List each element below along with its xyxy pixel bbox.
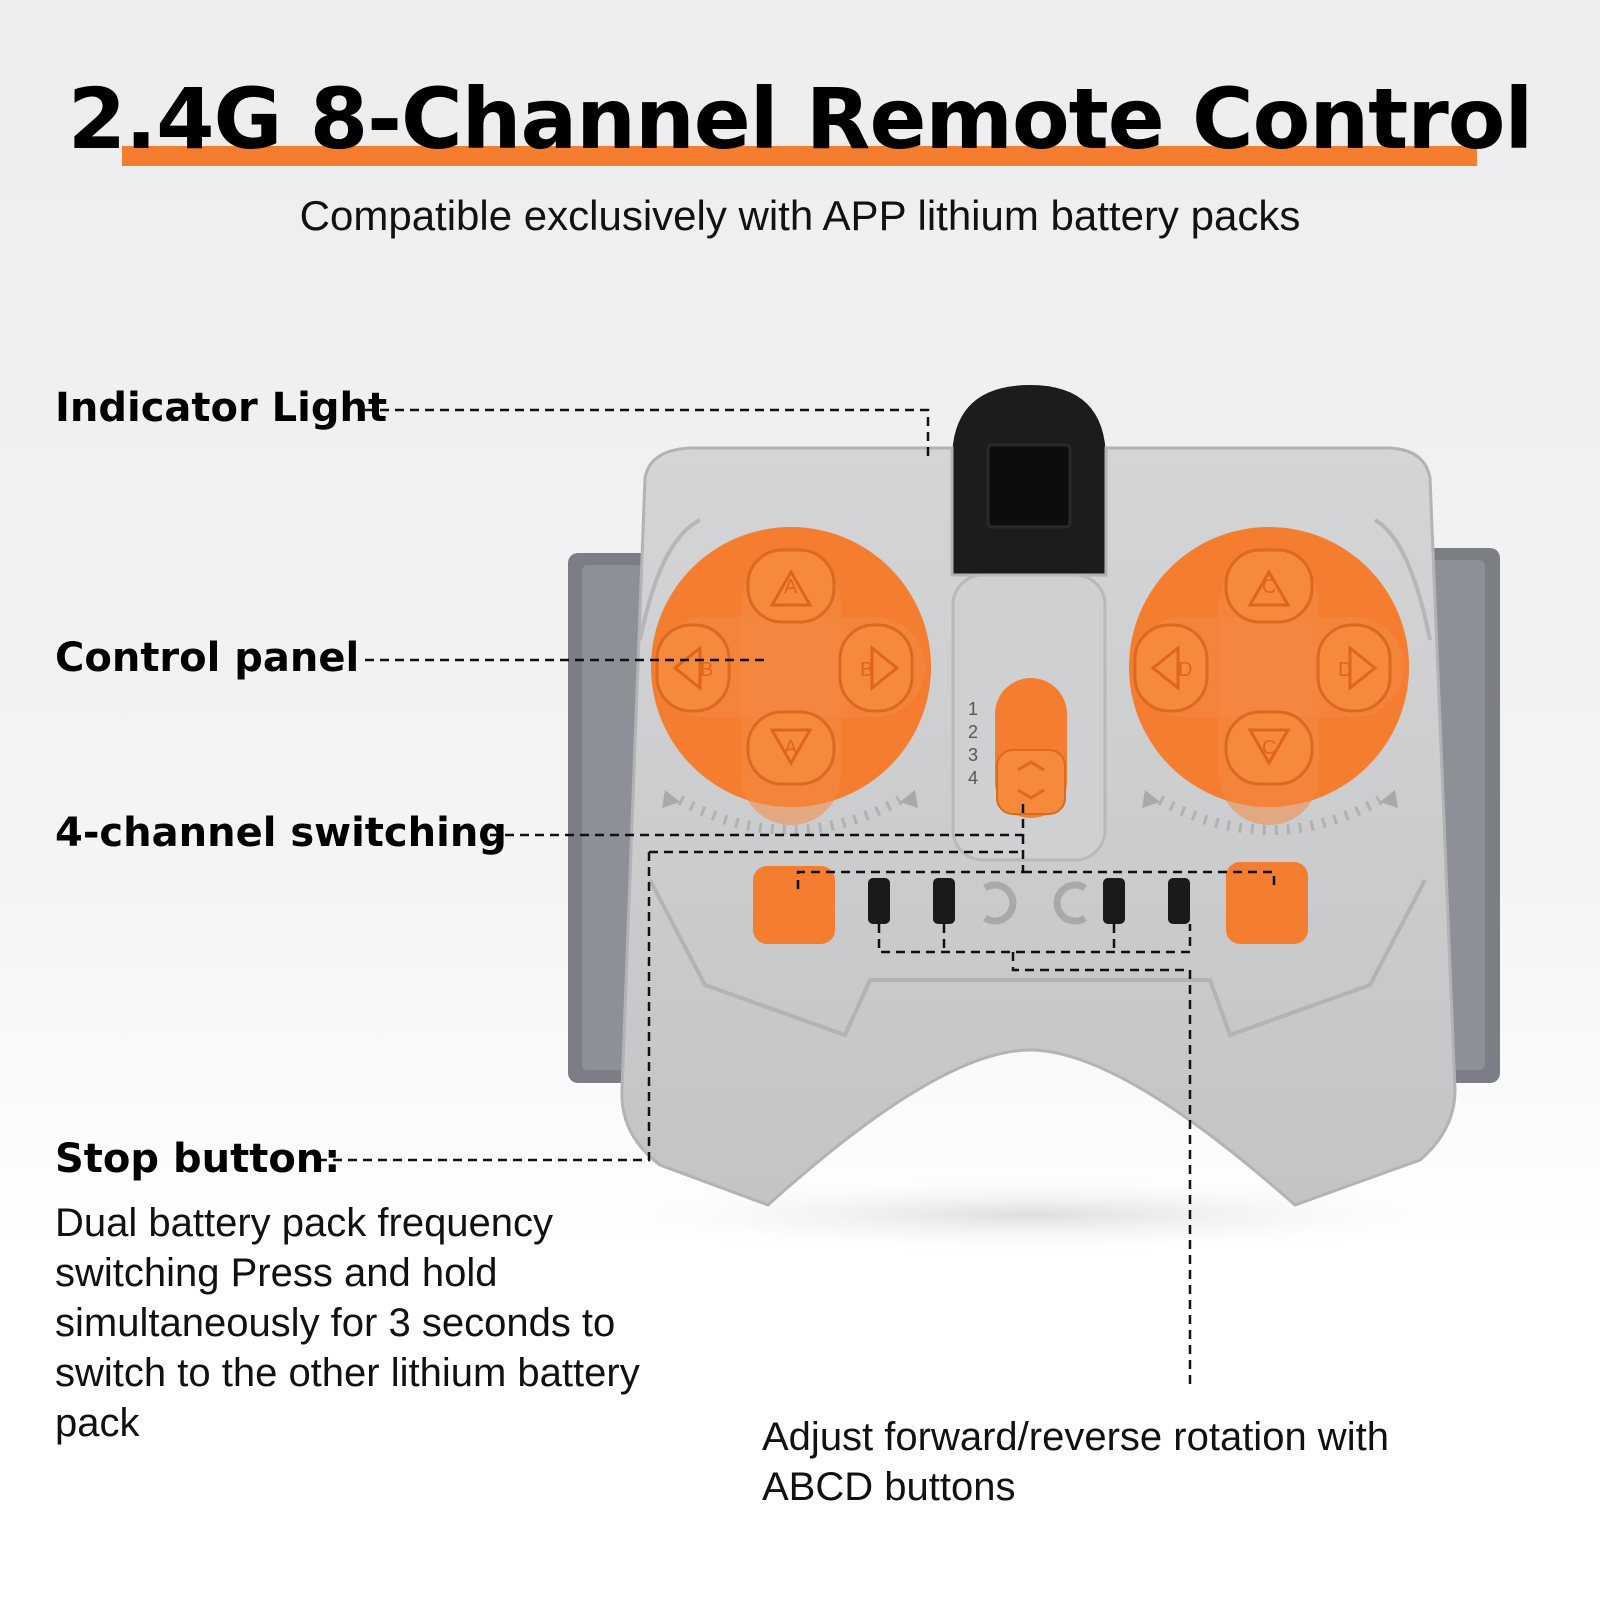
stop-button-leader xyxy=(318,850,1023,1162)
left-pad-right-button[interactable] xyxy=(838,623,914,713)
rotation-leader xyxy=(1011,952,1192,1385)
switch-2[interactable] xyxy=(933,878,955,924)
left-pad-left-button[interactable] xyxy=(655,623,731,713)
left-dpad[interactable]: A A B B xyxy=(651,527,931,825)
rotation-description: Adjust forward/reverse rotation with ABC… xyxy=(762,1415,1389,1509)
left-pad-right-label: B xyxy=(860,659,873,681)
floor-shadow xyxy=(550,1175,1510,1255)
channel-slider[interactable] xyxy=(996,749,1066,815)
right-pad-right-label: D xyxy=(1338,659,1352,681)
right-pad-down-button[interactable] xyxy=(1224,710,1314,786)
right-stop-button[interactable] xyxy=(1226,862,1308,944)
channel-number-4: 4 xyxy=(968,768,978,788)
channel-switching-label: 4-channel switching xyxy=(55,810,507,856)
body-bevel xyxy=(648,879,1427,1038)
right-dpad[interactable]: C C D D xyxy=(1129,527,1409,825)
forward-rotation-icon xyxy=(1053,881,1087,925)
right-pad-left-label: D xyxy=(1178,659,1192,681)
left-stop-button[interactable] xyxy=(753,866,835,944)
switches-bracket xyxy=(877,924,1192,954)
right-pad-up-button[interactable] xyxy=(1224,548,1314,624)
title-underline xyxy=(122,146,1477,166)
switch-1[interactable] xyxy=(868,878,890,924)
left-pad-left-label: B xyxy=(700,659,713,681)
switch-4[interactable] xyxy=(1168,878,1190,924)
left-pad-up-button[interactable] xyxy=(746,548,836,624)
reverse-rotation-icon xyxy=(983,881,1017,925)
stop-button-label: Stop button: xyxy=(55,1136,341,1182)
page-subtitle: Compatible exclusively with APP lithium … xyxy=(299,192,1301,239)
channel-number-1: 1 xyxy=(968,699,978,719)
switch-3[interactable] xyxy=(1103,878,1125,924)
right-pad-down-label: C xyxy=(1262,737,1276,759)
right-pad-up-label: C xyxy=(1262,576,1276,598)
indicator-light-label: Indicator Light xyxy=(55,385,388,431)
channel-number-3: 3 xyxy=(968,745,978,765)
stop-buttons-leader xyxy=(796,835,1276,890)
control-panel-label: Control panel xyxy=(55,635,360,681)
indicator-light-leader xyxy=(365,408,930,460)
leader-lines xyxy=(318,408,1276,1385)
indicator-light xyxy=(986,443,1072,529)
left-pad-up-label: A xyxy=(784,576,798,598)
left-pad-down-button[interactable] xyxy=(746,710,836,786)
right-pad-left-button[interactable] xyxy=(1133,623,1209,713)
page-title: 2.4G 8-Channel Remote Control xyxy=(67,70,1534,168)
channel-number-2: 2 xyxy=(968,722,978,742)
left-pad-down-label: A xyxy=(784,737,798,759)
stop-button-description: Dual battery pack frequency switching Pr… xyxy=(55,1201,640,1445)
right-pad-right-button[interactable] xyxy=(1316,623,1392,713)
